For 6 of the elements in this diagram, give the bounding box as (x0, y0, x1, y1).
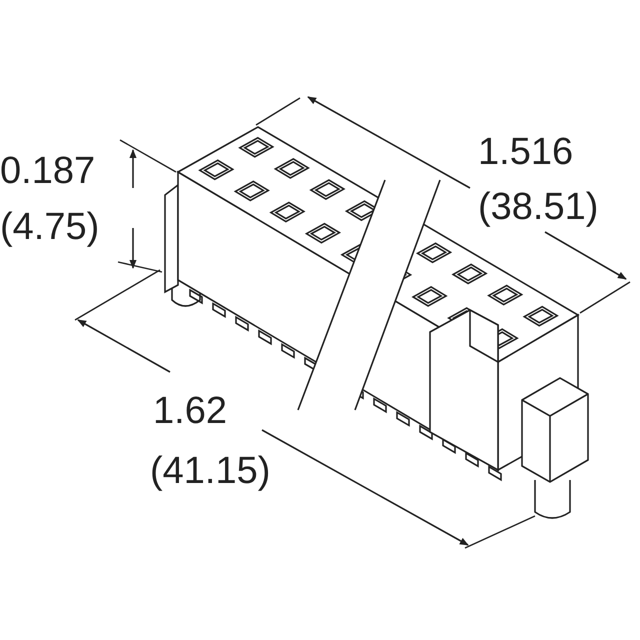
dimension-label: 1.516 (478, 133, 574, 171)
dimension-label: 0.187 (0, 152, 96, 190)
dimension-label: 1.62 (153, 392, 227, 430)
dimension-label: (4.75) (0, 208, 100, 246)
dimension-label: (41.15) (150, 452, 270, 490)
dimension-label: (38.51) (478, 188, 598, 226)
